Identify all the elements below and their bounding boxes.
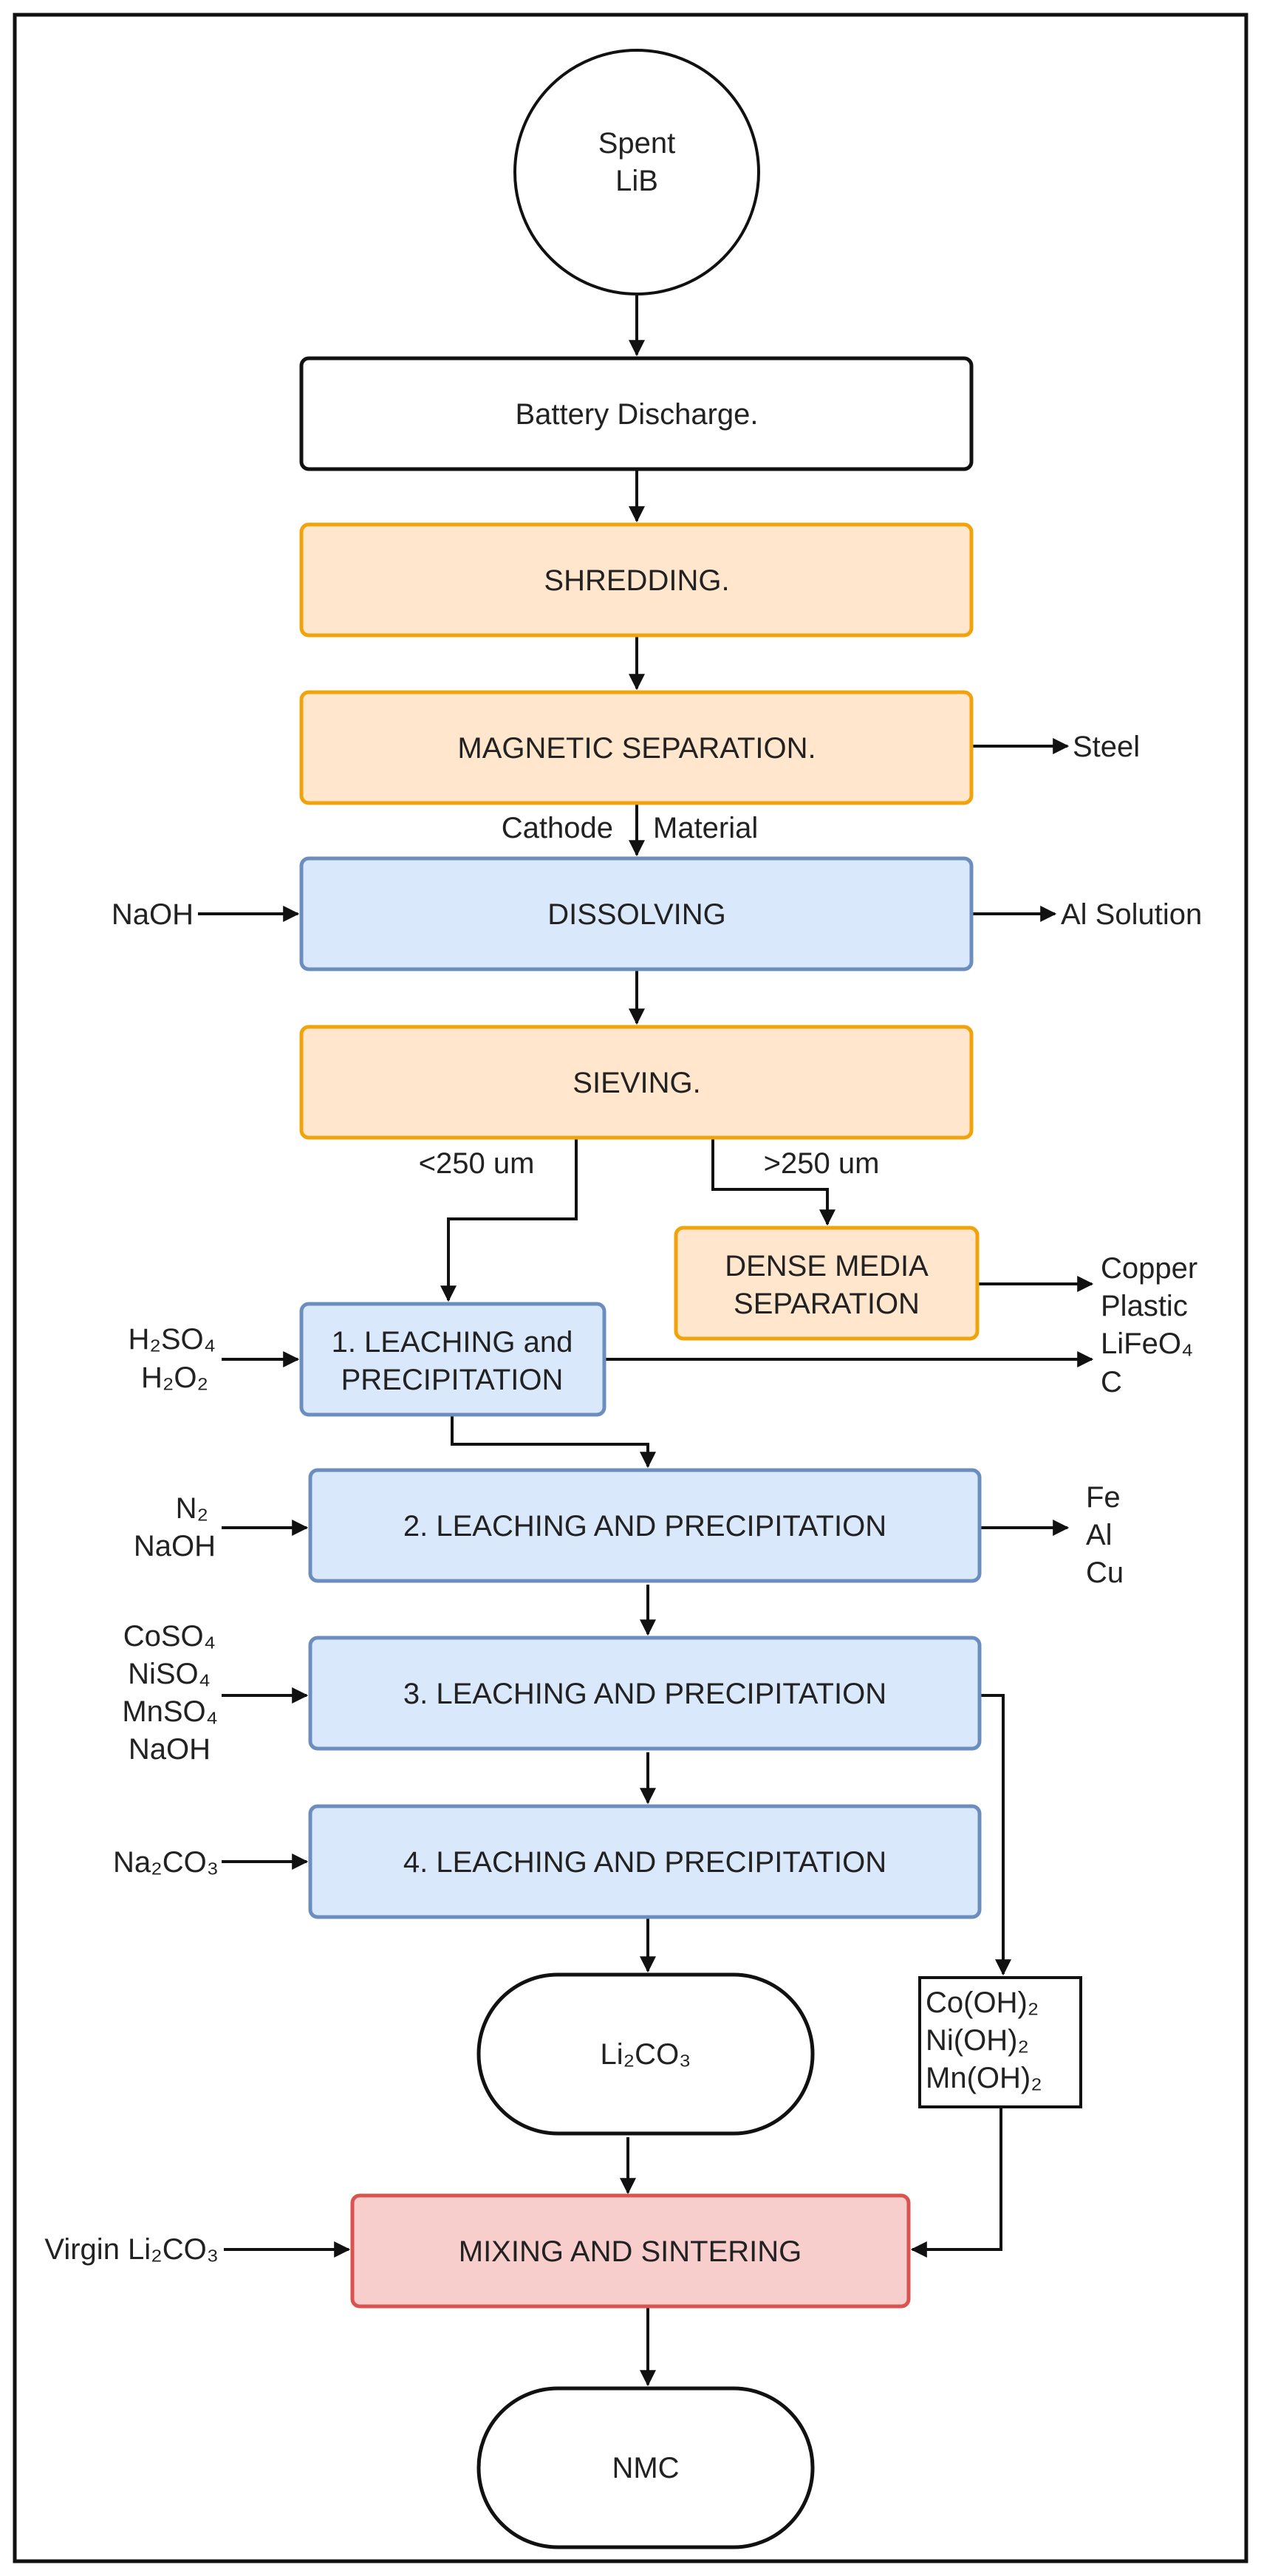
diagram-frame xyxy=(13,13,1248,2563)
al-label: Al xyxy=(1086,1519,1113,1551)
naoh3-label: NaOH xyxy=(129,1733,211,1766)
dense-media-node: DENSE MEDIA SEPARATION xyxy=(674,1226,980,1341)
n2-label: N₂ xyxy=(176,1492,208,1525)
leach1-node: 1. LEACHING and PRECIPITATION xyxy=(299,1302,606,1417)
shredding-label: SHREDDING. xyxy=(544,564,729,597)
coh2-label: Co(OH)₂ xyxy=(926,1986,1039,2019)
leach3-label: 3. LEACHING AND PRECIPITATION xyxy=(403,1678,886,1710)
al-solution-label: Al Solution xyxy=(1061,898,1202,931)
gt250-label: >250 um xyxy=(764,1147,880,1180)
mnoh2-label: Mn(OH)₂ xyxy=(926,2062,1042,2094)
virgin-li2co3-label: Virgin Li₂CO₃ xyxy=(44,2233,219,2266)
arrow-sieving-to-dense xyxy=(711,1138,835,1226)
shredding-box xyxy=(299,522,974,638)
dense-media-label-1: DENSE MEDIA xyxy=(725,1250,929,1282)
na2co3-label: Na₂CO₃ xyxy=(113,1846,219,1879)
li2co3-label: Li₂CO₃ xyxy=(601,2038,691,2071)
output-c-label: C xyxy=(1101,1366,1122,1398)
spent-lib-label-2: LiB xyxy=(615,165,658,197)
sieving-label: SIEVING. xyxy=(573,1067,700,1099)
connectors xyxy=(198,295,1094,2387)
arrow-leach3-to-hydroxides xyxy=(981,1694,1011,1976)
leach4-label: 4. LEACHING AND PRECIPITATION xyxy=(403,1846,886,1879)
output-plastic-label: Plastic xyxy=(1101,1290,1188,1322)
arrow-hydroxides-to-mixing xyxy=(910,2107,1002,2258)
leach4-node: 4. LEACHING AND PRECIPITATION xyxy=(308,1804,982,1919)
sieving-node: SIEVING. xyxy=(299,1025,974,1140)
cathode-label: Cathode xyxy=(502,812,613,844)
fe-label: Fe xyxy=(1086,1481,1121,1514)
output-copper-label: Copper xyxy=(1101,1252,1197,1285)
cu-label: Cu xyxy=(1086,1557,1124,1589)
mixing-label: MIXING AND SINTERING xyxy=(459,2235,802,2268)
spent-lib-node: Spent LiB xyxy=(513,49,760,295)
nmc-node: NMC xyxy=(476,2386,815,2549)
hydroxides-node: Co(OH)₂ Ni(OH)₂ Mn(OH)₂ xyxy=(918,1976,1082,2108)
leach2-node: 2. LEACHING AND PRECIPITATION xyxy=(308,1468,982,1583)
h2so4-label: H₂SO₄ xyxy=(128,1323,216,1356)
material-label: Material xyxy=(653,812,758,844)
nmc-label: NMC xyxy=(612,2452,679,2484)
dissolving-label: DISSOLVING xyxy=(547,898,726,931)
arrow-sieving-to-leach1 xyxy=(440,1138,578,1302)
nioh2-label: Ni(OH)₂ xyxy=(926,2024,1029,2057)
leach1-label-2: PRECIPITATION xyxy=(341,1364,564,1396)
leach1-label-1: 1. LEACHING and xyxy=(332,1326,573,1359)
shredding-node: SHREDDING. xyxy=(299,522,974,638)
naoh2-label: NaOH xyxy=(134,1530,216,1562)
li2co3-node: Li₂CO₃ xyxy=(476,1972,815,2136)
naoh-input-label: NaOH xyxy=(112,898,194,931)
battery-discharge-node: Battery Discharge. xyxy=(299,356,974,471)
steel-label: Steel xyxy=(1073,731,1140,763)
h2o2-label: H₂O₂ xyxy=(141,1362,208,1394)
mixing-node: MIXING AND SINTERING xyxy=(350,2193,911,2309)
output-lifeo4-label: LiFeO₄ xyxy=(1101,1328,1193,1360)
lt250-label: <250 um xyxy=(419,1147,535,1180)
dissolving-node: DISSOLVING xyxy=(299,856,974,971)
coso4-label: CoSO₄ xyxy=(123,1620,216,1653)
battery-discharge-label: Battery Discharge. xyxy=(515,398,758,431)
niso4-label: NiSO₄ xyxy=(128,1658,211,1690)
magnetic-separation-label: MAGNETIC SEPARATION. xyxy=(457,732,816,765)
leach2-label: 2. LEACHING AND PRECIPITATION xyxy=(403,1510,886,1542)
mnso4-label: MnSO₄ xyxy=(122,1695,218,1728)
dense-media-label-2: SEPARATION xyxy=(734,1288,920,1320)
magnetic-separation-node: MAGNETIC SEPARATION. xyxy=(299,690,974,805)
arrow-leach1-to-leach2 xyxy=(451,1416,656,1469)
leach3-node: 3. LEACHING AND PRECIPITATION xyxy=(308,1636,982,1751)
spent-lib-label-1: Spent xyxy=(598,127,676,160)
